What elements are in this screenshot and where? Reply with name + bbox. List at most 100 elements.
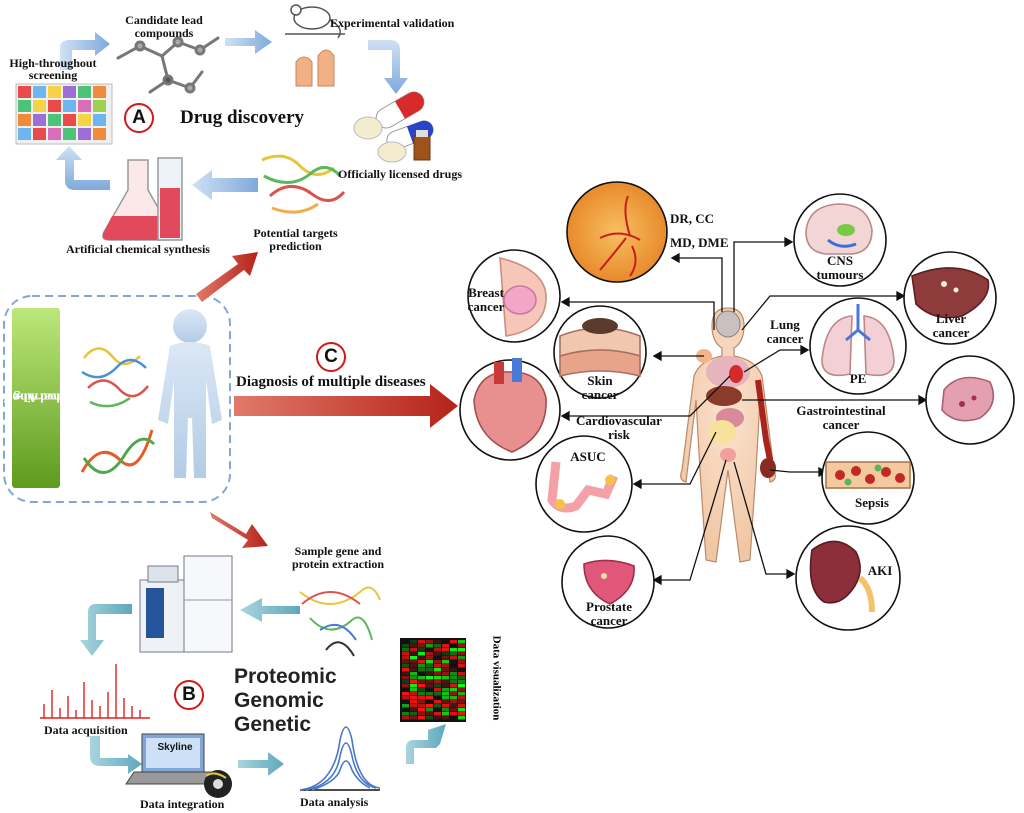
heatmap-cell (410, 684, 417, 688)
heatmap-cell (402, 640, 409, 644)
heatmap-cell (410, 668, 417, 672)
heatmap-cell (458, 680, 465, 684)
hands-icon (295, 49, 335, 87)
heatmap-cell (450, 688, 457, 692)
disease-circle-cns (793, 193, 887, 287)
disease-circle-cardio (459, 358, 561, 461)
arrow-screening-to-candidates (60, 32, 110, 70)
heatmap-cell (450, 664, 457, 668)
label-liver: Liver cancer (932, 311, 970, 340)
model-label: Trained AI-orientedmachine learning mode… (0, 308, 110, 488)
heatmap-cell (458, 684, 465, 688)
heatmap-cell (434, 648, 441, 652)
disease-connector-lines (560, 236, 928, 586)
model-dna-icon (80, 429, 156, 474)
model-dashed-frame (3, 295, 231, 503)
heatmap-cell (418, 668, 425, 672)
heatmap-cell (410, 652, 417, 656)
disease-circle-gi (925, 355, 1015, 445)
badge-c: C (316, 342, 346, 372)
heatmap-cell (458, 676, 465, 680)
heatmap-cell (410, 696, 417, 700)
teal-arrow-analysis-to-visualization (406, 724, 446, 764)
label-licensed: Officially licensed drugs (338, 167, 462, 181)
heatmap-cell (434, 676, 441, 680)
pills-icon (353, 91, 434, 163)
heatmap-cell (434, 652, 441, 656)
heatmap-cell (402, 708, 409, 712)
label-gi: Gastrointestinal cancer (796, 403, 886, 432)
heatmap-cell (426, 688, 433, 692)
heatmap-cell (410, 660, 417, 664)
label-prostate: Prostate cancer (586, 599, 632, 628)
label-cardio: Cardiovascular risk (576, 413, 662, 442)
heatmap-cell (418, 700, 425, 704)
heatmap-cell (426, 652, 433, 656)
heatmap-cell (402, 644, 409, 648)
label-extraction: Sample gene and protein extraction (291, 544, 385, 571)
label-skin: Skin cancer (581, 373, 619, 402)
heatmap-cell (418, 652, 425, 656)
arrow-targets-to-synthesis (192, 170, 258, 200)
heatmap-cell (442, 648, 449, 652)
label-integration: Data integration (140, 797, 225, 811)
heatmap-cell (402, 652, 409, 656)
heatmap-cell (450, 660, 457, 664)
heatmap-cell (442, 700, 449, 704)
screening-plate-icon (15, 83, 113, 145)
heatmap-cell (426, 692, 433, 696)
label-visualization: Data visualization (490, 635, 502, 721)
heatmap-cell (426, 680, 433, 684)
omics-genomic: Genomic (234, 689, 324, 712)
heatmap-cell (442, 668, 449, 672)
teal-arrow-ms-to-acquisition (80, 604, 132, 656)
heatmap-cell (410, 688, 417, 692)
heatmap-cell (458, 664, 465, 668)
heatmap-cell (410, 708, 417, 712)
analysis-curve-icon (299, 726, 381, 791)
title-drug-discovery: Drug discovery (180, 107, 305, 128)
heatmap-cell (426, 672, 433, 676)
arrow-candidates-to-validation (225, 30, 272, 54)
heatmap-cell (426, 644, 433, 648)
label-software: Skyline (157, 742, 193, 753)
heatmap-cell (442, 644, 449, 648)
heatmap-cell (450, 712, 457, 716)
heatmap-cell (458, 660, 465, 664)
heatmap-cell (442, 688, 449, 692)
heatmap-cell (442, 660, 449, 664)
label-candidates: Candidate lead compounds (125, 13, 203, 40)
heatmap-cell (418, 680, 425, 684)
heatmap-cell (402, 716, 409, 720)
molecule-icon (116, 36, 220, 94)
heatmap-cell (450, 700, 457, 704)
label-sepsis: Sepsis (855, 495, 889, 510)
arrow-synthesis-to-screening (56, 146, 110, 190)
heatmap-cell (450, 708, 457, 712)
heatmap-cell (402, 668, 409, 672)
disease-circle-prostate (561, 535, 655, 629)
human-body-icon (158, 309, 222, 478)
heatmap-cell (434, 640, 441, 644)
heatmap-cell (458, 696, 465, 700)
heatmap-cell (458, 656, 465, 660)
heatmap-icon (400, 638, 466, 722)
heatmap-cell (418, 704, 425, 708)
heatmap-cell (418, 716, 425, 720)
heatmap-cell (450, 684, 457, 688)
heatmap-cell (458, 692, 465, 696)
teal-arrow-acquisition-to-integration (90, 736, 142, 774)
heatmap-cell (442, 676, 449, 680)
heatmap-cell (402, 712, 409, 716)
heatmap-cell (410, 712, 417, 716)
disease-circle-eye (566, 181, 668, 283)
label-screening: High-throughout screening (9, 56, 97, 82)
heatmap-cell (426, 716, 433, 720)
heatmap-cell (434, 704, 441, 708)
heatmap-cell (426, 712, 433, 716)
disease-circle-sepsis (821, 431, 915, 525)
spectrum-chart-icon (40, 664, 150, 719)
heatmap-cell (410, 672, 417, 676)
arrow-validation-to-licensed (368, 40, 408, 94)
heatmap-cell (426, 648, 433, 652)
